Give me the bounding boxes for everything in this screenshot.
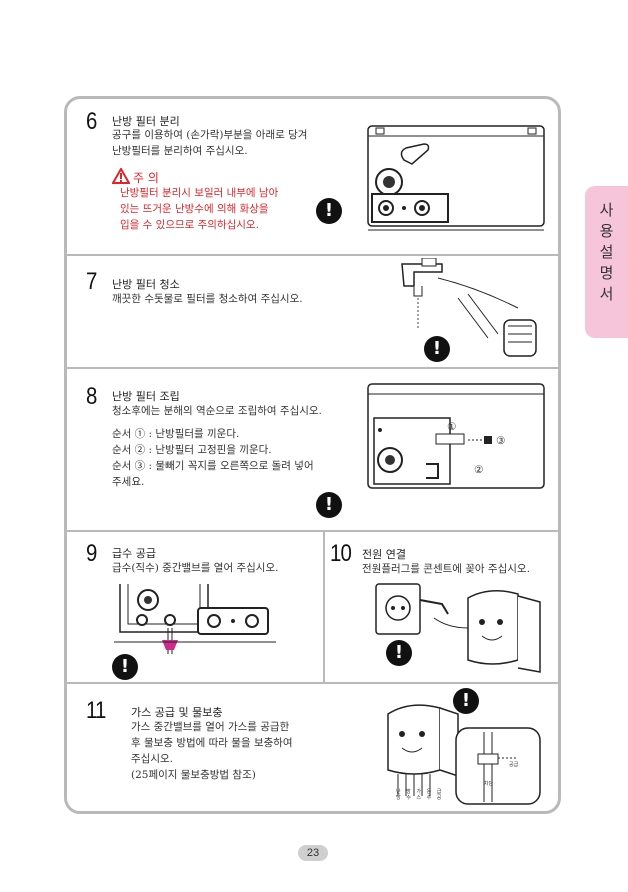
order-line: 순서 ③ : 물빼기 꼭지를 오른쪽으로 돌려 넣어	[112, 460, 314, 472]
step-number: 8	[86, 383, 97, 410]
order-line: 순서 ② : 난방필터 고정핀을 끼운다.	[112, 444, 272, 456]
section-divider	[64, 367, 561, 369]
pipe-labels: 난 방 가 온 급 방 수 스 수 공	[396, 789, 444, 801]
step-text: 청소후에는 분해의 역순으로 조립하여 주십시오.	[112, 405, 322, 417]
step-number: 9	[86, 540, 97, 567]
section-divider	[64, 530, 561, 532]
gas-valve-illustration	[387, 704, 541, 805]
warning-text: 난방필터 분리시 보일러 내부에 남아	[120, 187, 279, 199]
warning-icon	[112, 168, 130, 184]
callout-label: ①	[447, 421, 457, 433]
boiler-assembly-illustration	[367, 383, 545, 489]
order-line: 주세요.	[112, 476, 145, 488]
water-valve-illustration	[114, 584, 276, 654]
step-text: 주십시오.	[131, 753, 173, 765]
step-text: 가스 중간밸브를 열어 가스를 공급한	[131, 721, 290, 733]
warning-title: 주 의	[133, 171, 159, 185]
faucet-cleaning-illustration	[401, 258, 537, 357]
step-number: 6	[86, 108, 97, 135]
side-tab-label: 사 용 설 명 서	[599, 201, 614, 303]
warning-text: 있는 뜨거운 난방수에 의해 화상을	[120, 203, 269, 215]
order-line: 순서 ① : 난방필터를 끼운다.	[112, 428, 240, 440]
step-title: 가스 공급 및 물보충	[131, 706, 223, 719]
step-title: 난방 필터 분리	[112, 115, 180, 128]
callout-label: ③	[496, 435, 506, 447]
exclamation-icon: !	[453, 688, 479, 714]
section-divider	[64, 682, 561, 684]
step-text: 공구를 이용하여 (손가락)부분을 아래로 당겨	[112, 129, 308, 141]
step-title: 전원 연결	[362, 548, 406, 561]
power-plug-illustration	[375, 583, 541, 673]
step-text: 전원플러그를 콘센트에 꽂아 주십시오.	[362, 563, 530, 575]
exclamation-icon: !	[316, 198, 342, 224]
column-divider	[323, 530, 325, 682]
step-text: (25페이지 물보충방법 참조)	[131, 769, 256, 781]
valve-block-label: 차단	[484, 781, 494, 787]
step-number: 10	[330, 540, 352, 567]
boiler-bottom-illustration	[367, 125, 545, 231]
content-frame	[64, 96, 561, 814]
exclamation-icon: !	[112, 654, 138, 680]
step-text: 깨끗한 수돗물로 필터를 청소하여 주십시오.	[112, 293, 303, 305]
step-title: 급수 공급	[112, 547, 156, 560]
step-text: 급수(직수) 중간밸브를 열어 주십시오.	[112, 562, 279, 574]
side-tab: 사 용 설 명 서	[585, 186, 628, 338]
exclamation-icon: !	[316, 492, 342, 518]
page-number: 23	[298, 845, 328, 861]
exclamation-icon: !	[386, 640, 412, 666]
valve-supply-label: 공급	[509, 762, 519, 768]
callout-label: ②	[474, 464, 484, 476]
step-title: 난방 필터 청소	[112, 278, 180, 291]
step-number: 11	[86, 697, 106, 724]
step-text: 후 물보충 방법에 따라 물을 보충하여	[131, 737, 293, 749]
step-text: 난방필터를 분리하여 주십시오.	[112, 145, 248, 157]
step-number: 7	[86, 268, 97, 295]
warning-text: 입을 수 있으므로 주의하십시오.	[120, 219, 259, 231]
section-divider	[64, 254, 561, 256]
exclamation-icon: !	[424, 336, 450, 362]
step-title: 난방 필터 조립	[112, 390, 180, 403]
